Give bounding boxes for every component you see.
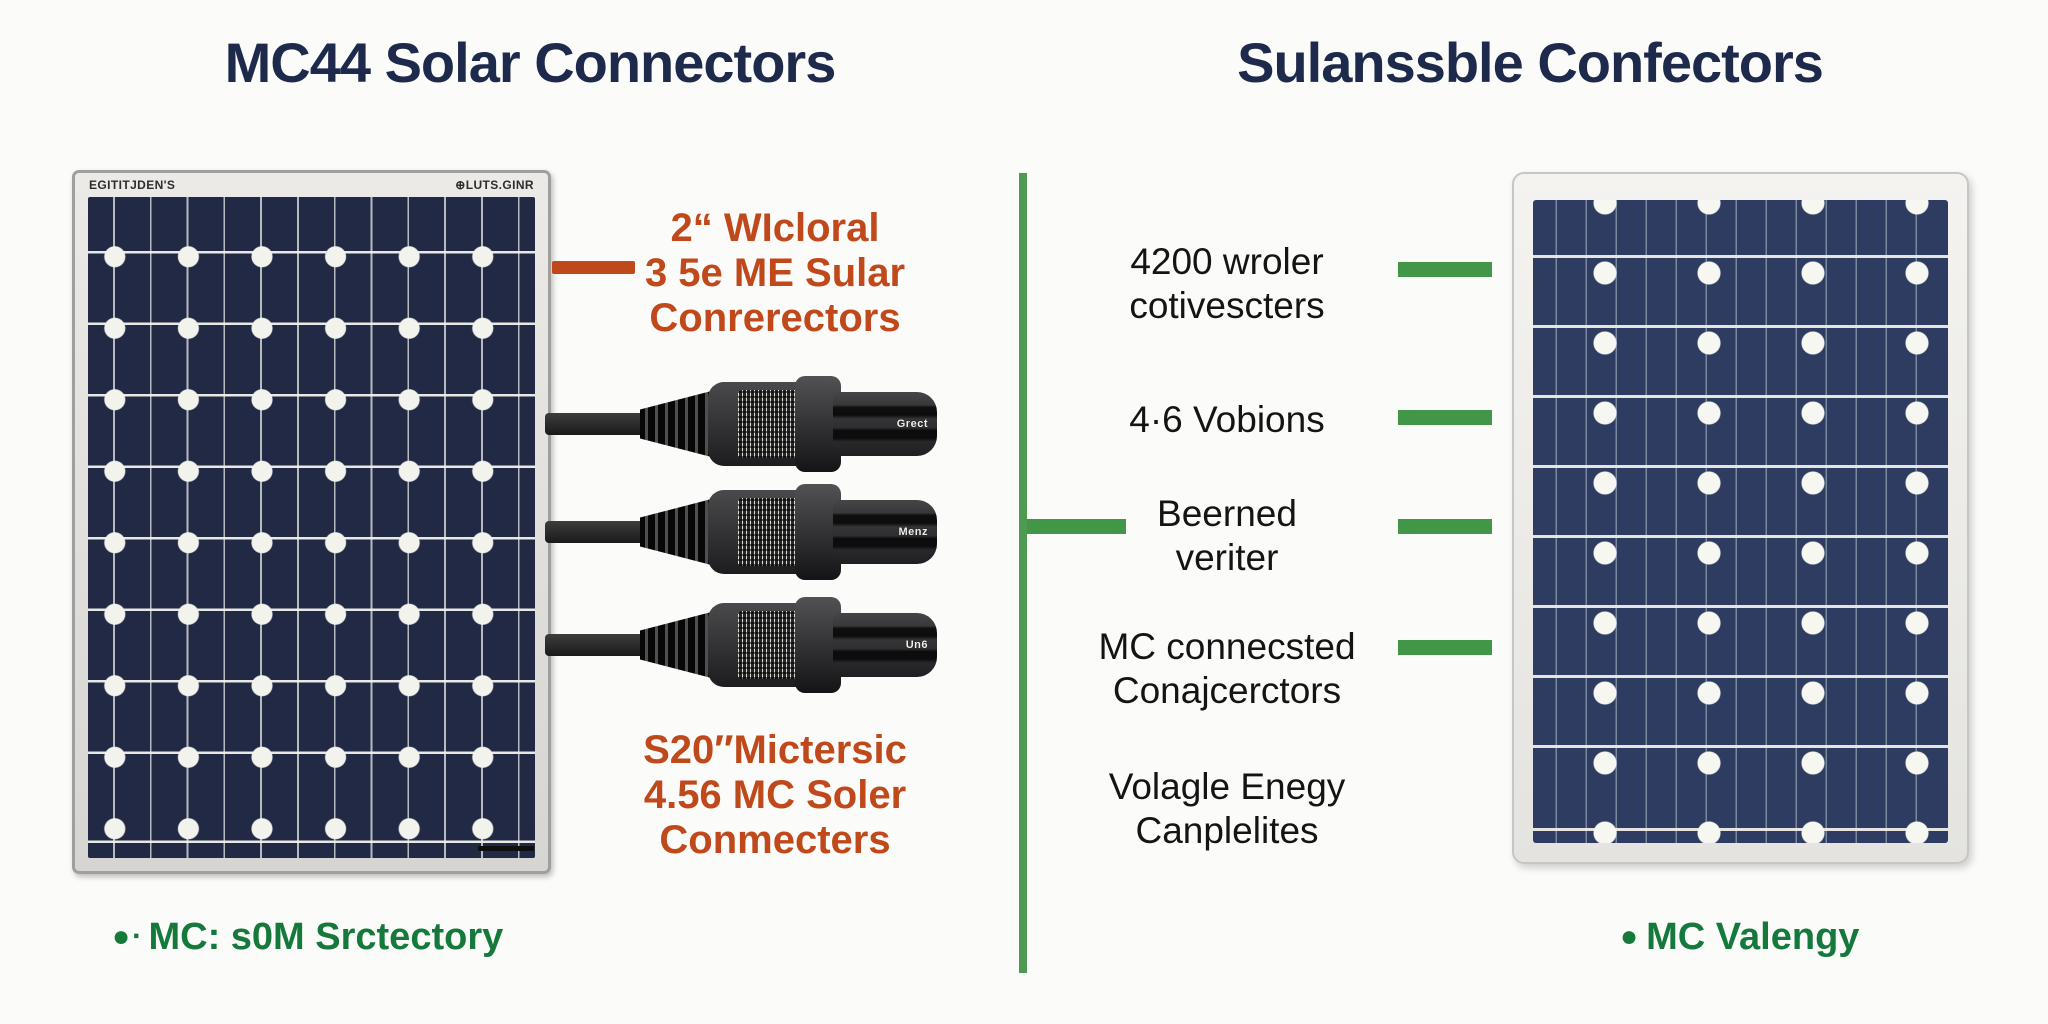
feature-line: veriter <box>1175 537 1279 578</box>
feature-wroler-connectors: 4200 wroler cotivescters <box>1032 240 1422 328</box>
panel-brand-left: EGITITJDEN'S <box>89 178 176 192</box>
green-dash <box>1398 262 1492 277</box>
callout-bottom-line: S20″Mictersic <box>643 728 907 772</box>
feature-beerned-veriter: Beerned veriter <box>1032 492 1422 580</box>
connector-label: Menz <box>898 526 928 538</box>
footer-caption-right-text: MC Valengy <box>1646 916 1860 958</box>
connector-body <box>708 603 808 687</box>
connector-knurl-texture <box>738 611 800 679</box>
right-section-title: Sulanssble Confectors <box>1237 31 1824 94</box>
mc4-connector-3: Un6 <box>545 597 945 693</box>
orange-pointer-line <box>552 261 635 274</box>
bullet-icon: ●∙ <box>112 920 143 953</box>
footer-caption-left: ●∙MC: s0M Srctectory <box>112 916 503 959</box>
feature-voltage-energy: Volagle Enegy Canplelites <box>1032 765 1422 853</box>
feature-line: 4·6 Vobions <box>1129 399 1325 440</box>
solar-cell-grid-right <box>1533 200 1948 843</box>
callout-top-line: 2“ WIcloral <box>670 206 880 250</box>
feature-line: MC connecsted <box>1098 626 1356 667</box>
mc4-connector-2: Menz <box>545 484 945 580</box>
connector-barrel: Grect <box>833 392 937 456</box>
solar-panel-right <box>1512 172 1969 864</box>
solar-panel-left: EGITITJDEN'S ⊕LUTS.GINR <box>72 170 551 874</box>
callout-bottom: S20″Mictersic 4.56 MC Soler Conmecters <box>600 728 950 863</box>
connector-label: Grect <box>896 418 928 430</box>
feature-line: 4200 wroler <box>1130 241 1324 282</box>
vertical-divider-line <box>1019 173 1027 973</box>
green-dash <box>1398 410 1492 425</box>
connector-cable <box>545 634 653 656</box>
connector-cable <box>545 413 653 435</box>
connector-knurl-texture <box>738 498 800 566</box>
bullet-icon: ● <box>1620 920 1641 953</box>
callout-bottom-line: 4.56 MC Soler <box>643 773 907 817</box>
solar-cell-grid-left <box>88 197 535 858</box>
feature-line: Beerned <box>1157 493 1297 534</box>
callout-top-line: 3 5e ME Sular <box>644 251 906 295</box>
panel-junction-mark <box>478 846 534 851</box>
feature-line: Conajcerctors <box>1112 670 1342 711</box>
panel-brand-right: ⊕LUTS.GINR <box>455 178 534 192</box>
feature-line: Canplelites <box>1135 810 1319 851</box>
connector-barrel: Menz <box>833 500 937 564</box>
footer-caption-left-text: MC: s0M Srctectory <box>148 916 504 958</box>
connector-label: Un6 <box>905 639 928 651</box>
connector-barrel: Un6 <box>833 613 937 677</box>
connector-knurl-texture <box>738 390 800 458</box>
feature-line: cotivescters <box>1129 285 1325 326</box>
mc4-connector-1: Grect <box>545 376 945 472</box>
feature-line: Volagle Enegy <box>1108 766 1346 807</box>
left-section-title: MC44 Solar Connectors <box>224 31 837 94</box>
connector-body <box>708 490 808 574</box>
feature-mc-connected: MC connecsted Conajcerctors <box>1032 625 1422 713</box>
green-dash <box>1398 519 1492 534</box>
green-dash <box>1027 519 1126 534</box>
footer-caption-right: ●MC Valengy <box>1620 916 1859 959</box>
callout-top-line: Conrerectors <box>649 296 901 340</box>
callout-bottom-line: Conmecters <box>659 818 891 862</box>
connector-cable <box>545 521 653 543</box>
feature-vobions: 4·6 Vobions <box>1032 398 1422 442</box>
callout-top: 2“ WIcloral 3 5e ME Sular Conrerectors <box>600 206 950 341</box>
connector-body <box>708 382 808 466</box>
green-dash <box>1398 640 1492 655</box>
